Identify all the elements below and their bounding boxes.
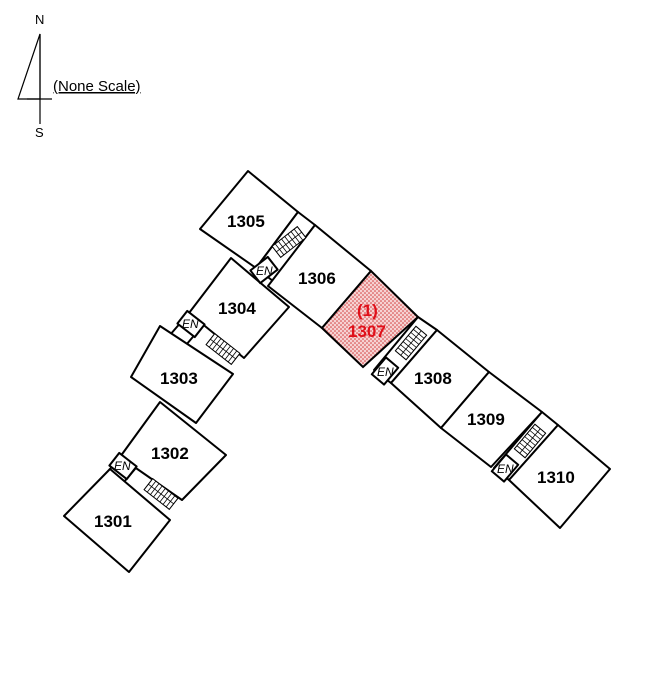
unit-label-1308: 1308 (414, 369, 452, 388)
unit-1302-room[interactable] (119, 401, 227, 501)
unit-label-1310: 1310 (537, 468, 575, 487)
entrance-box: EN (370, 356, 400, 386)
scale-note: (None Scale) (53, 78, 141, 95)
unit-1304-room[interactable] (188, 257, 290, 359)
highlight-number: (1) (357, 301, 378, 320)
unit-label-1305: 1305 (227, 212, 265, 231)
entrance-label: EN (114, 459, 131, 473)
unit-1310-room[interactable] (508, 424, 611, 529)
unit-1309-room[interactable] (440, 371, 543, 468)
entrance-box: EN (108, 451, 138, 481)
entrance-label: EN (497, 462, 514, 476)
stair-icon (271, 225, 307, 259)
unit-label-1303: 1303 (160, 369, 198, 388)
north-arrow-icon (17, 33, 52, 124)
stair-icon (394, 325, 428, 361)
entrance-box: EN (249, 255, 279, 285)
unit-label-1301: 1301 (94, 512, 132, 531)
stair-icon (513, 423, 547, 459)
compass-south-label: S (35, 125, 44, 140)
compass-north-label: N (35, 12, 44, 27)
entrance-box: EN (176, 309, 206, 339)
unit-1301-room[interactable] (63, 468, 171, 573)
entrance-label: EN (182, 317, 199, 331)
stair-icon (205, 332, 241, 366)
unit-label-1309: 1309 (467, 410, 505, 429)
highlight-unit-label: 1307 (348, 322, 386, 341)
unit-1307-room-highlighted[interactable] (320, 269, 420, 369)
unit-label-1302: 1302 (151, 444, 189, 463)
stair-icon (143, 477, 179, 511)
unit-label-1306: 1306 (298, 269, 336, 288)
entrance-label: EN (377, 365, 394, 379)
entrance-label: EN (256, 264, 273, 278)
unit-1303-room[interactable] (130, 325, 234, 424)
entrance-box: EN (490, 453, 520, 483)
unit-label-1304: 1304 (218, 299, 256, 318)
